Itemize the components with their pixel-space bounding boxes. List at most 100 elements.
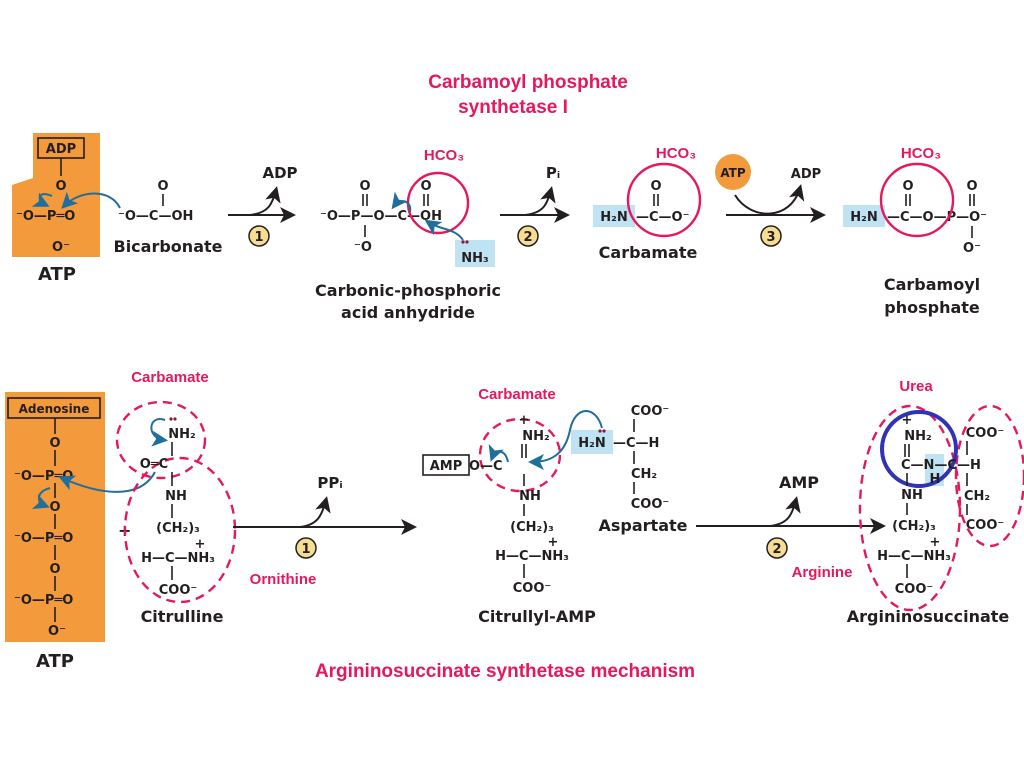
atom-o: O xyxy=(157,179,168,194)
anhydride-label-line1: Carbonic-phosphoric xyxy=(315,281,501,300)
urea-label: Urea xyxy=(899,378,933,395)
nh2: NH₂ xyxy=(168,427,195,442)
atom-o: O xyxy=(420,179,431,194)
ornithine-label: Ornithine xyxy=(250,571,317,588)
anhydride-formula: ⁻O—P—O—C—OH xyxy=(320,209,442,224)
hco3-circle xyxy=(626,162,702,238)
h2n-highlight xyxy=(593,205,635,227)
step-badge-1 xyxy=(295,537,317,559)
atp-input-badge xyxy=(715,154,751,190)
atp-highlight-box xyxy=(12,133,100,257)
carbamate-label: Carbamate xyxy=(478,386,556,403)
h2n: H₂N xyxy=(578,436,605,451)
coo-bottom: COO⁻ xyxy=(631,497,670,512)
ch2-chain: (CH₂)₃ xyxy=(156,521,200,536)
release-ppi: PPᵢ xyxy=(317,474,342,492)
step-number: 2 xyxy=(523,230,532,245)
citrullyl-amp-label: Citrullyl-AMP xyxy=(478,607,596,626)
lone-pair xyxy=(169,417,173,421)
hco3-label: HCO₃ xyxy=(901,145,941,162)
charge-plus: + xyxy=(548,535,559,550)
ch2-chain: (CH₂)₃ xyxy=(892,519,936,534)
release-arrow xyxy=(299,496,331,528)
release-pi: Pᵢ xyxy=(546,164,560,182)
atp-row: O xyxy=(49,500,60,515)
lone-pair xyxy=(465,240,469,244)
nh: NH xyxy=(165,489,187,504)
carbamoyl-phosphate-label-line1: Carbamoyl xyxy=(884,275,980,294)
charge-plus: + xyxy=(902,413,913,428)
coo: COO⁻ xyxy=(895,582,934,597)
mechanism-title: Argininosuccinate synthetase mechanism xyxy=(315,661,695,682)
adenosine-box-label: Adenosine xyxy=(19,402,90,416)
lone-pair xyxy=(598,429,602,433)
h2n: H₂N xyxy=(600,210,627,225)
curly-arrow xyxy=(31,192,53,207)
lone-pair xyxy=(173,417,177,421)
coo: COO⁻ xyxy=(159,583,198,598)
curly-arrow xyxy=(528,410,603,470)
step-badge-2 xyxy=(766,537,788,559)
charge-plus: + xyxy=(195,537,206,552)
hc-nh3: H—C—NH₃ xyxy=(495,549,569,564)
step-number: 3 xyxy=(766,230,775,245)
atom-o: O xyxy=(55,179,66,194)
bicarbonate-formula: ⁻O—C—OH xyxy=(118,209,193,224)
atp-row: O xyxy=(49,436,60,451)
release-arrow xyxy=(734,184,805,215)
citrulline-label: Citrulline xyxy=(141,607,224,626)
bicarbonate-label: Bicarbonate xyxy=(114,237,223,256)
hco3-label: HCO₃ xyxy=(424,147,464,164)
curly-arrow xyxy=(150,418,168,447)
ch2: CH₂ xyxy=(631,467,657,482)
amp-box xyxy=(422,454,470,476)
release-adp: ADP xyxy=(791,167,821,182)
lone-pair xyxy=(461,240,465,244)
ch2-right: CH₂ xyxy=(964,489,990,504)
oc: O═C xyxy=(140,457,168,472)
o-c: O—C xyxy=(469,459,503,474)
nh: NH xyxy=(519,489,541,504)
curly-arrow xyxy=(391,191,412,213)
coo: COO⁻ xyxy=(513,581,552,596)
hco3-circle xyxy=(879,162,955,238)
atom-o-minus: O⁻ xyxy=(52,240,70,255)
nh3: NH₃ xyxy=(461,251,488,266)
lone-pair xyxy=(602,429,606,433)
coo-right: COO⁻ xyxy=(966,518,1005,533)
c-n-c-h: C—N—C—H xyxy=(901,458,981,473)
nh2: NH₂ xyxy=(522,429,549,444)
carbamate-dashed-outline xyxy=(478,417,562,493)
h2n-highlight xyxy=(571,430,613,454)
curly-arrow xyxy=(488,443,509,463)
atp-row: ⁻O—P═O xyxy=(14,593,73,608)
enzyme-title-line1: Carbamoyl phosphate xyxy=(428,72,628,93)
step-badge-3 xyxy=(760,225,782,247)
release-arrow xyxy=(524,186,556,216)
nh2: NH₂ xyxy=(904,429,931,444)
release-adp: ADP xyxy=(262,164,297,182)
h2n: H₂N xyxy=(850,210,877,225)
curly-arrow xyxy=(61,191,121,209)
anhydride-label-line2: acid anhydride xyxy=(341,303,475,322)
carbamate-label: Carbamate xyxy=(131,369,209,386)
release-arrow xyxy=(769,496,801,527)
atom-o: O xyxy=(650,179,661,194)
nh3-highlight xyxy=(455,240,495,267)
ornithine-dashed-outline xyxy=(123,456,237,604)
step-number: 2 xyxy=(772,542,781,557)
aspartate-label: Aspartate xyxy=(599,516,688,535)
atp-row: O xyxy=(49,562,60,577)
charge-plus: + xyxy=(519,413,530,428)
curly-arrow xyxy=(31,487,51,509)
atp-row: ⁻O—P═O xyxy=(14,469,73,484)
argininosuccinate-label: Argininosuccinate xyxy=(847,607,1010,626)
hco3-label: HCO₃ xyxy=(656,145,696,162)
h2n-highlight xyxy=(843,205,885,227)
curly-arrow xyxy=(58,471,156,493)
hc-nh3: H—C—NH₃ xyxy=(877,549,951,564)
atp-label: ATP xyxy=(38,264,76,285)
atp-input: ATP xyxy=(720,166,746,180)
coo-top: COO⁻ xyxy=(966,426,1005,441)
